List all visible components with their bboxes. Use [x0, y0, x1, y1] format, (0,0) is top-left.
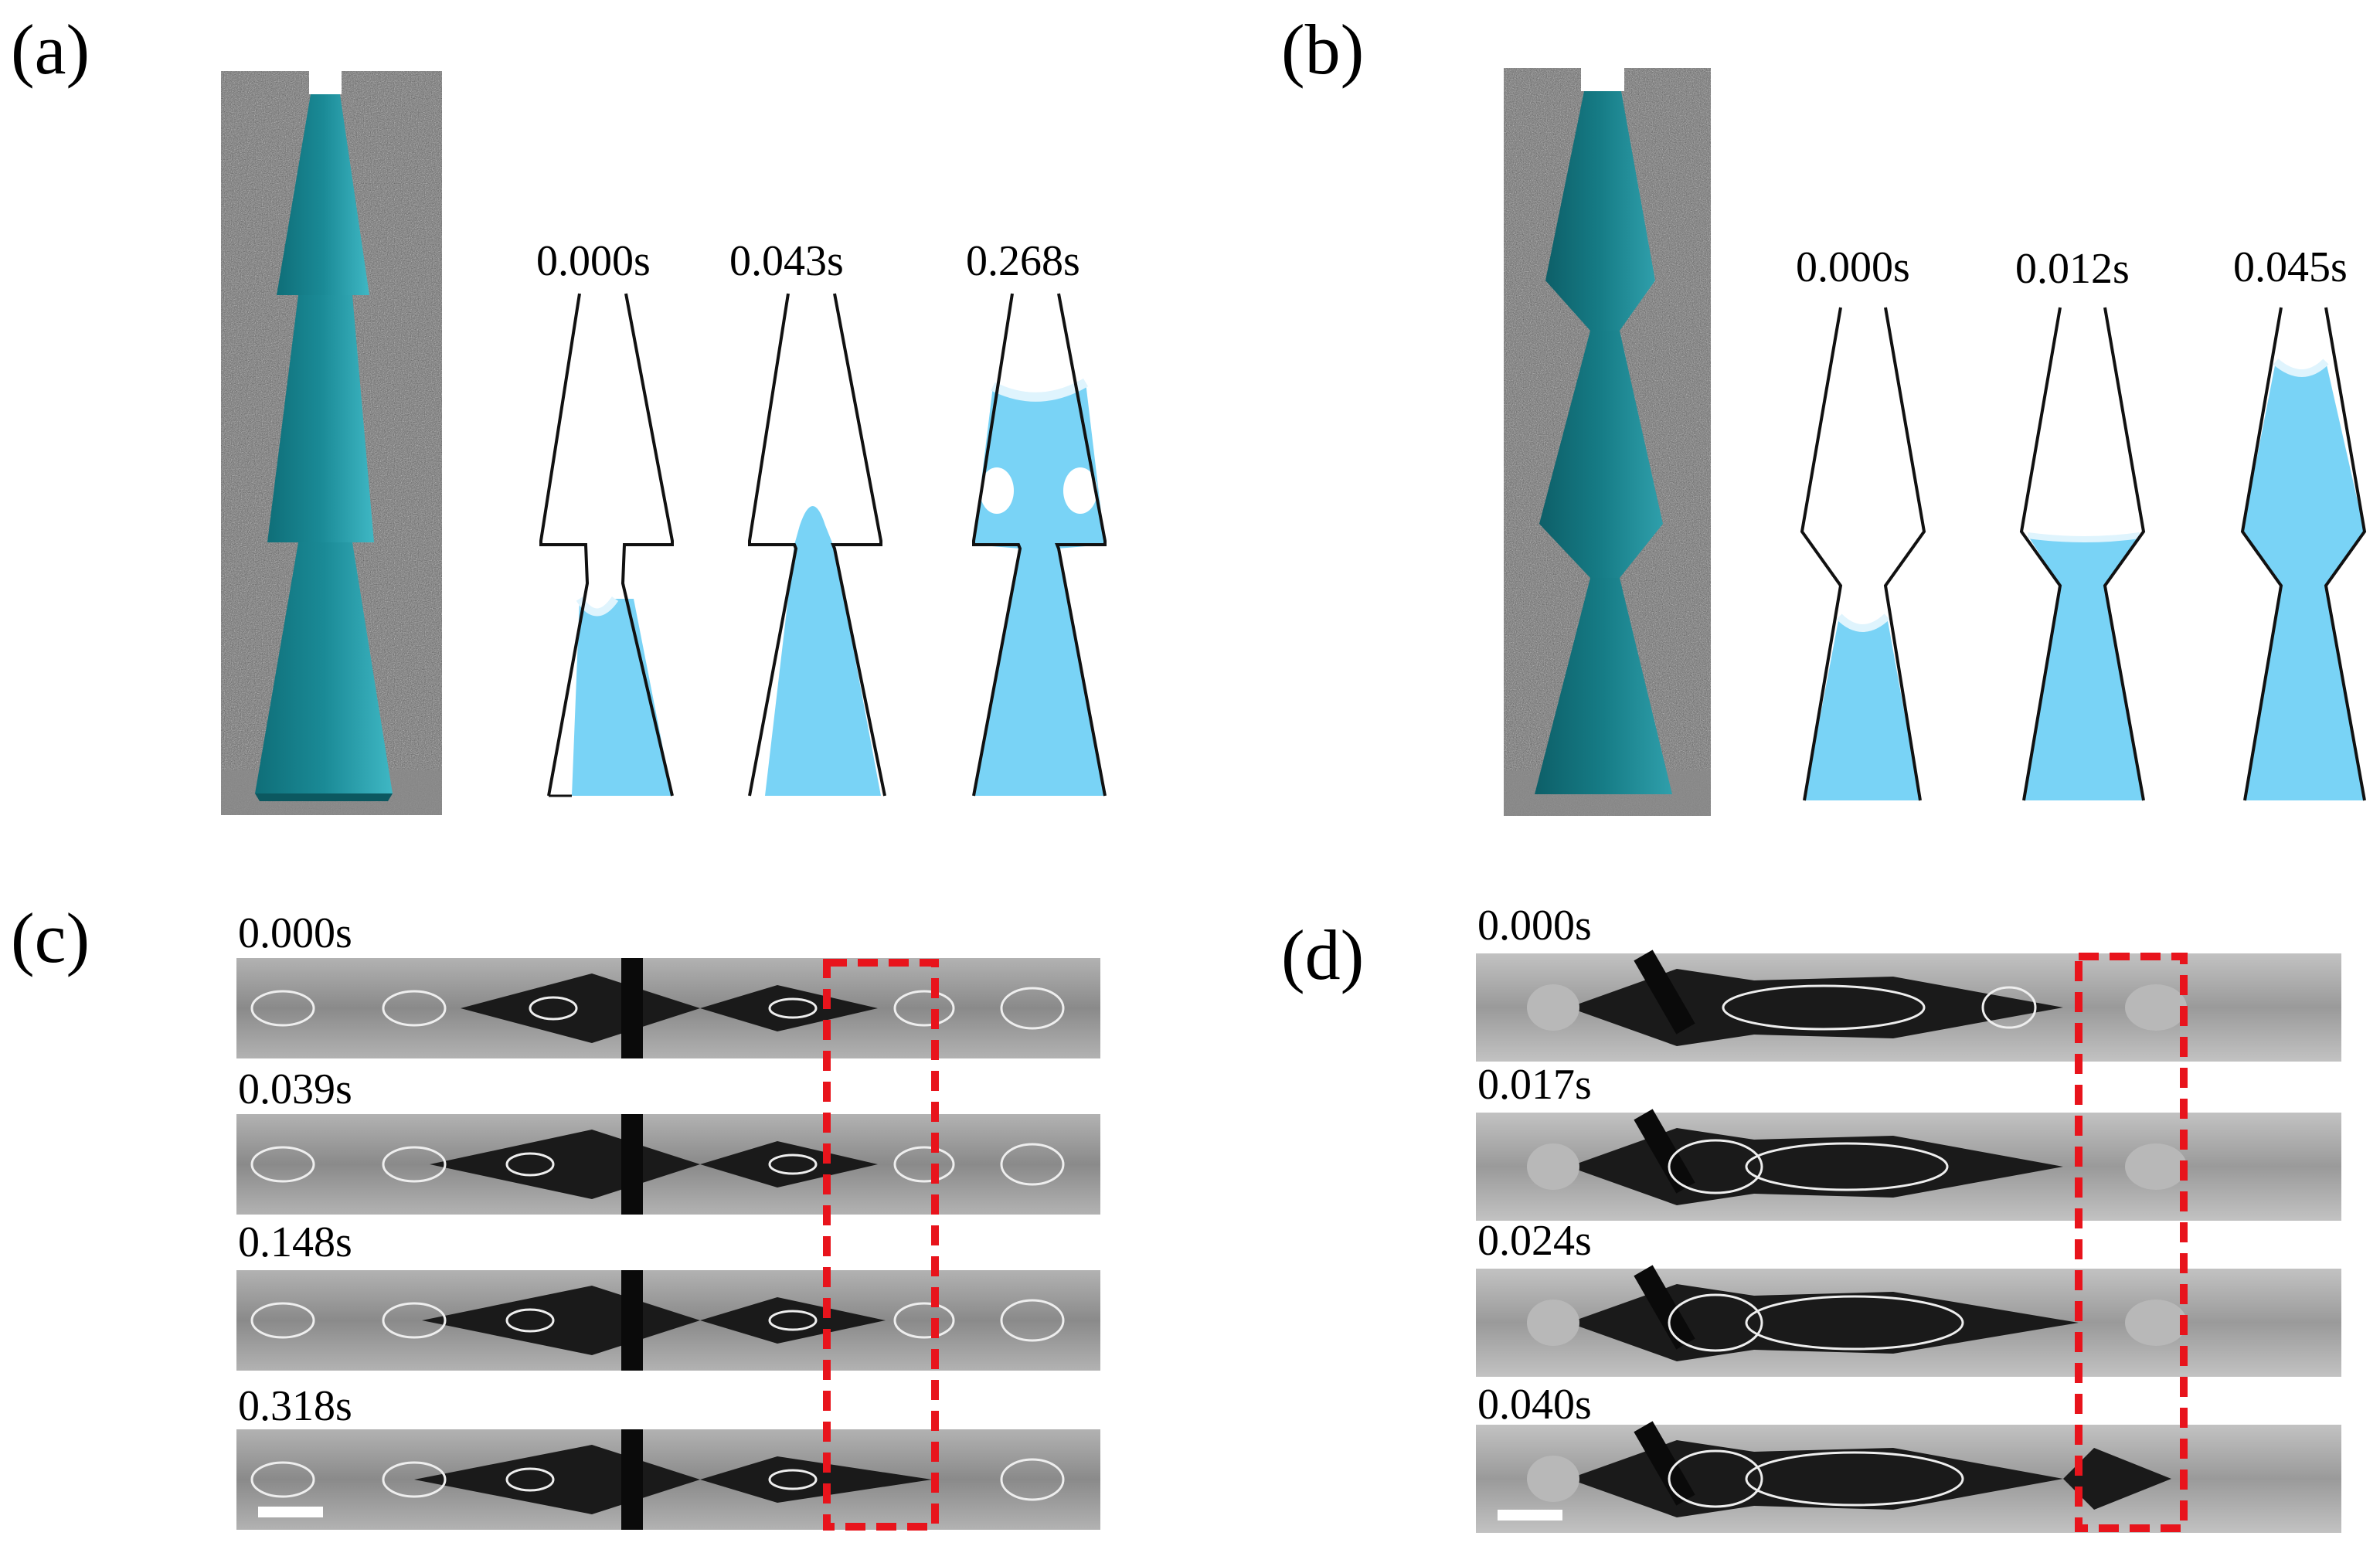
- panel-c-time-3: 0.148s: [238, 1218, 352, 1266]
- panel-c-strip-1: [236, 958, 1100, 1058]
- panel-d-strip-1: [1476, 950, 2341, 1062]
- panel-c-strips: [236, 958, 1100, 1531]
- panel-a-time-2: 0.043s: [729, 237, 844, 285]
- panel-a-3d-model: [221, 71, 442, 815]
- panel-d-time-2: 0.017s: [1477, 1061, 1592, 1109]
- panel-a-time-3: 0.268s: [966, 237, 1080, 285]
- panel-c-time-4: 0.318s: [238, 1382, 352, 1430]
- panel-label-b: (b): [1281, 10, 1365, 89]
- panel-a-frame-2: [748, 293, 886, 797]
- panel-d-highlight-box: [2075, 953, 2188, 1532]
- panel-b-frame-3: [2240, 307, 2367, 801]
- panel-d-time-3: 0.024s: [1477, 1217, 1592, 1265]
- panel-b-frame-1: [1800, 307, 1926, 801]
- panel-d-scale-bar: [1498, 1510, 1562, 1521]
- panel-b-time-1: 0.000s: [1796, 243, 1910, 291]
- panel-d-strip-2: [1476, 1109, 2341, 1221]
- panel-c-scale-bar: [258, 1507, 323, 1517]
- panel-c-strip-4: [236, 1429, 1100, 1530]
- panel-a-frame-1: [539, 293, 674, 797]
- panel-label-c: (c): [11, 899, 90, 977]
- panel-d-strips: [1476, 950, 2341, 1533]
- panel-c-highlight-box: [823, 959, 939, 1531]
- panel-c-time-2: 0.039s: [238, 1065, 352, 1113]
- panel-label-d: (d): [1281, 916, 1365, 994]
- panel-c-strip-3: [236, 1270, 1100, 1371]
- panel-a-time-1: 0.000s: [536, 237, 651, 285]
- panel-d-time-1: 0.000s: [1477, 902, 1592, 950]
- panel-b-3d-model: [1504, 68, 1711, 816]
- panel-d-strip-3: [1476, 1265, 2341, 1377]
- panel-a-frame-3: [972, 293, 1107, 797]
- panel-c-strip-2: [236, 1114, 1100, 1215]
- panel-label-a: (a): [11, 10, 90, 89]
- panel-b-frame-2: [2019, 307, 2146, 801]
- panel-b-time-3: 0.045s: [2233, 243, 2348, 291]
- panel-c-time-1: 0.000s: [238, 909, 352, 957]
- panel-b-time-2: 0.012s: [2015, 245, 2130, 293]
- panel-d-time-4: 0.040s: [1477, 1381, 1592, 1429]
- panel-d-strip-4: [1476, 1421, 2341, 1533]
